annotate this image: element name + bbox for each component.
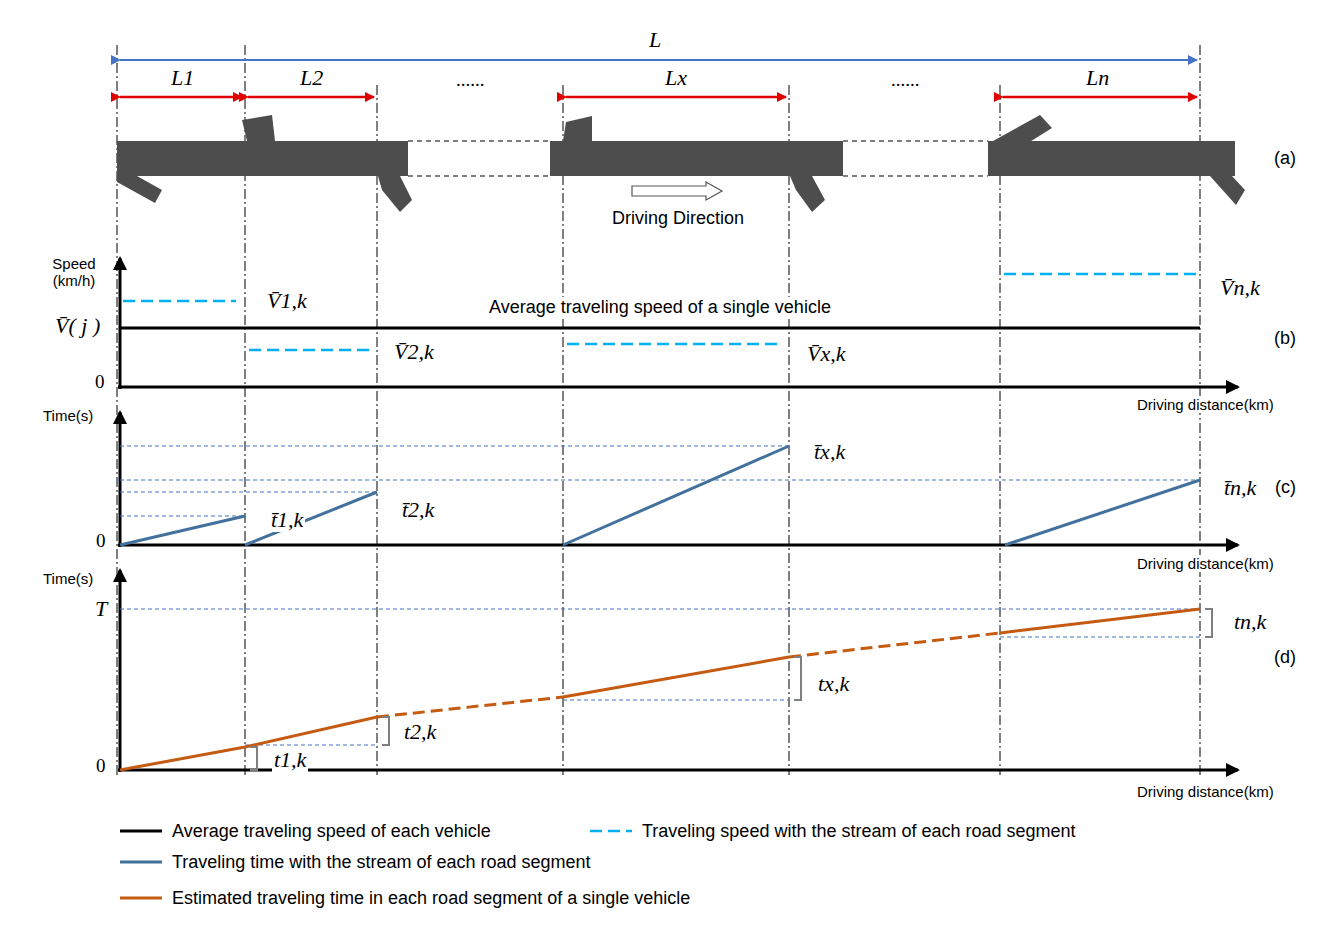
time-label: T — [93, 596, 109, 621]
axis-title: Driving distance(km) — [1135, 396, 1276, 413]
dimension-label: L — [647, 27, 663, 52]
segment-arrows — [120, 96, 1197, 99]
axes-b — [118, 258, 1238, 389]
total-length-arrow — [120, 59, 1197, 61]
time-label: t̄2,k — [400, 497, 436, 522]
time-guides-c — [120, 446, 1200, 516]
panel-label: (d) — [1272, 647, 1298, 668]
time-guides-d — [120, 609, 1200, 745]
origin-label: 0 — [94, 530, 108, 552]
brackets — [250, 609, 1212, 770]
time-label: t̄x,k — [812, 439, 847, 464]
ellipsis: ...... — [454, 69, 487, 91]
road-gap — [408, 141, 988, 176]
time-label: tx,k — [816, 671, 851, 696]
origin-label: 0 — [94, 755, 108, 777]
axis-title: Driving distance(km) — [1135, 555, 1276, 572]
estimated-time-line — [120, 609, 1200, 770]
axis-title: Time(s) — [41, 407, 95, 424]
axis-title: Time(s) — [41, 570, 95, 587]
speed-label: V̄( j ) — [53, 313, 102, 338]
panel-label: (c) — [1273, 477, 1298, 498]
dimension-label: Lx — [663, 65, 689, 90]
line-label: Average traveling speed of a single vehi… — [487, 297, 833, 318]
time-label: t̄1,k — [269, 507, 305, 532]
dimension-label: L2 — [298, 65, 325, 90]
axes-c — [118, 412, 1238, 547]
direction-arrow — [632, 182, 722, 200]
axes-d — [118, 570, 1238, 772]
axis-title: Driving distance(km) — [1135, 783, 1276, 800]
time-label: t2,k — [402, 719, 438, 744]
dimension-label: Ln — [1084, 65, 1111, 90]
road — [117, 115, 1245, 212]
panel-label: (b) — [1272, 328, 1298, 349]
segment-time-lines — [120, 446, 1200, 545]
speed-label: V̄x,k — [805, 341, 847, 366]
legend-text: Traveling speed with the stream of each … — [640, 821, 1078, 842]
legend-text: Average traveling speed of each vehicle — [170, 821, 493, 842]
legend-text: Traveling time with the stream of each r… — [170, 852, 593, 873]
time-label: tn,k — [1232, 609, 1268, 634]
ellipsis: ...... — [889, 69, 922, 91]
legend-text: Estimated traveling time in each road se… — [170, 888, 692, 909]
speed-label: V̄1,k — [265, 288, 309, 313]
panel-label: (a) — [1272, 148, 1298, 169]
time-label: t̄n,k — [1222, 475, 1258, 500]
origin-label: 0 — [93, 371, 107, 393]
speed-label: V̄2,k — [392, 339, 436, 364]
time-label: t1,k — [272, 747, 308, 772]
segment-speed-lines — [123, 274, 1196, 350]
direction-label: Driving Direction — [610, 208, 746, 229]
speed-label: V̄n,k — [1218, 275, 1262, 300]
average-speed-line — [120, 327, 1200, 330]
axis-title: Speed (km/h) — [41, 255, 107, 290]
dimension-label: L1 — [169, 65, 196, 90]
